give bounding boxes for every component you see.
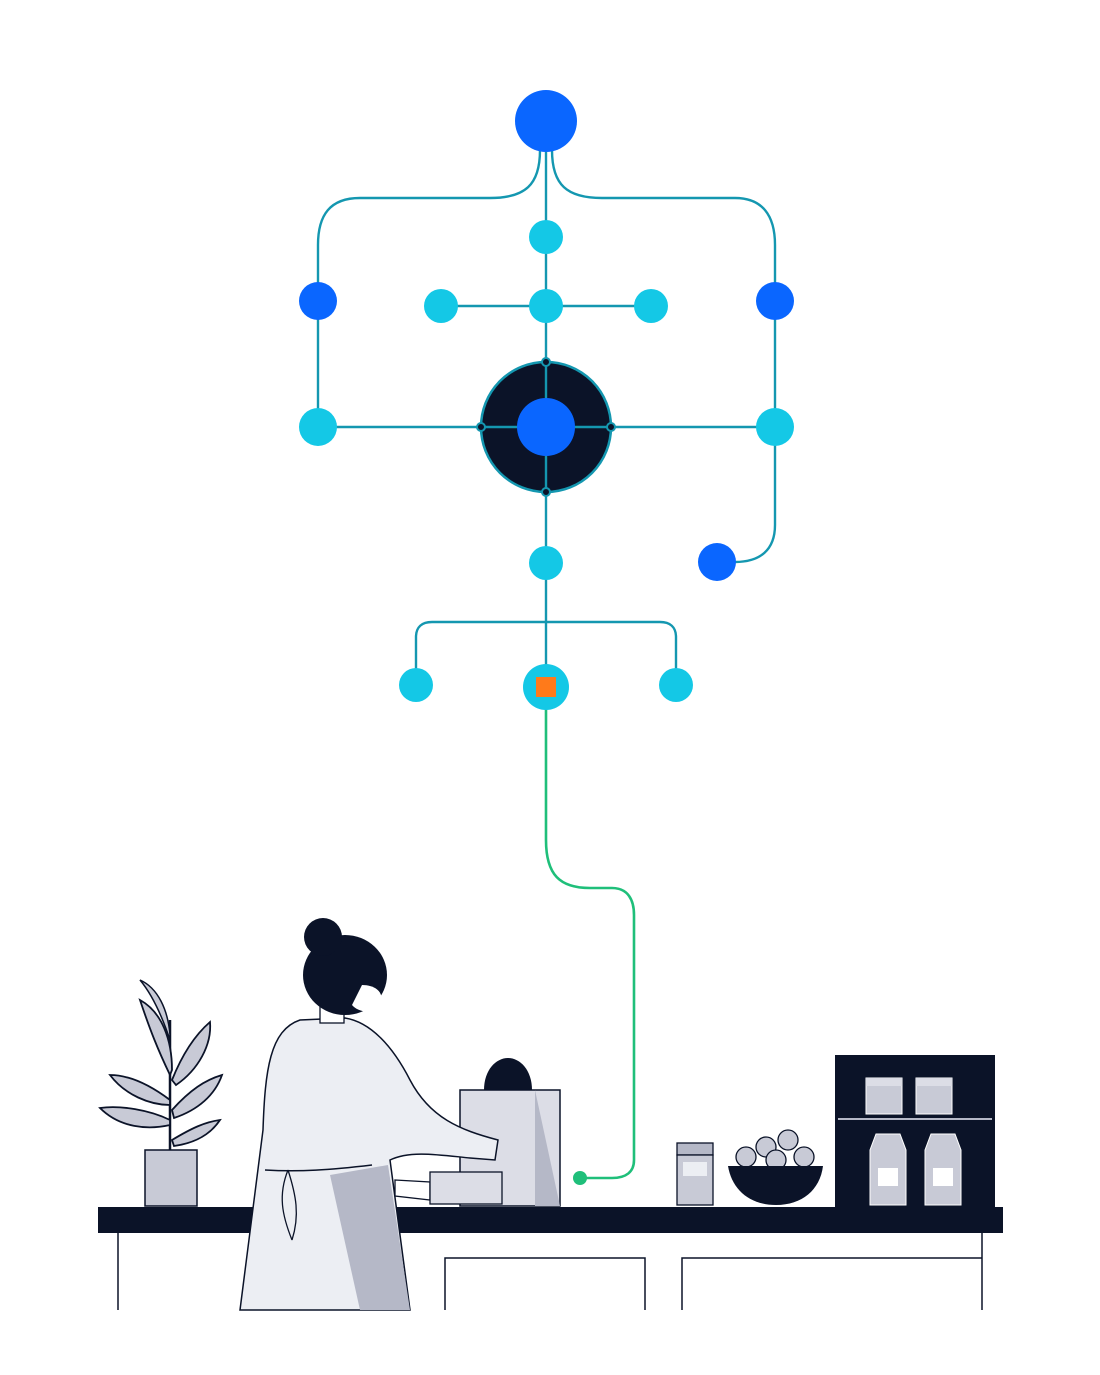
shelf-unit	[835, 1055, 995, 1207]
green-path-line	[544, 705, 636, 1180]
right-blue-node	[756, 282, 794, 320]
middle-right-node	[756, 408, 794, 446]
right-bottom-curve	[734, 445, 777, 564]
top-blue-node	[515, 90, 577, 152]
bottom-left-node	[399, 668, 433, 702]
bottom-right-node	[659, 668, 693, 702]
counter	[98, 1207, 1003, 1310]
orange-square-node	[523, 664, 569, 710]
hub-core-node	[517, 398, 575, 456]
jar	[676, 1142, 714, 1206]
bottom-bracket-line	[414, 620, 678, 685]
counter-drawer-right	[681, 1257, 982, 1310]
left-top-curve	[316, 149, 542, 286]
right-top-curve	[550, 149, 777, 286]
counter-drawer-left	[444, 1257, 646, 1310]
central-hub	[476, 357, 616, 497]
orange-square-icon	[536, 677, 556, 697]
center-upper-node	[529, 220, 563, 254]
middle-left-node	[299, 408, 337, 446]
top-row-right-node	[634, 289, 668, 323]
top-row-left-node	[424, 289, 458, 323]
green-endpoint-dot	[573, 1171, 587, 1185]
person	[239, 918, 503, 1311]
box	[429, 1171, 503, 1205]
center-lower-node	[529, 546, 563, 580]
counter-top	[98, 1207, 1003, 1233]
lower-right-blue-node	[698, 543, 736, 581]
plant	[98, 979, 224, 1207]
top-row-center-node	[529, 289, 563, 323]
left-blue-node	[299, 282, 337, 320]
hair-bun	[304, 918, 342, 956]
plant-pot	[144, 1149, 198, 1207]
bowl-of-balls	[728, 1129, 823, 1205]
